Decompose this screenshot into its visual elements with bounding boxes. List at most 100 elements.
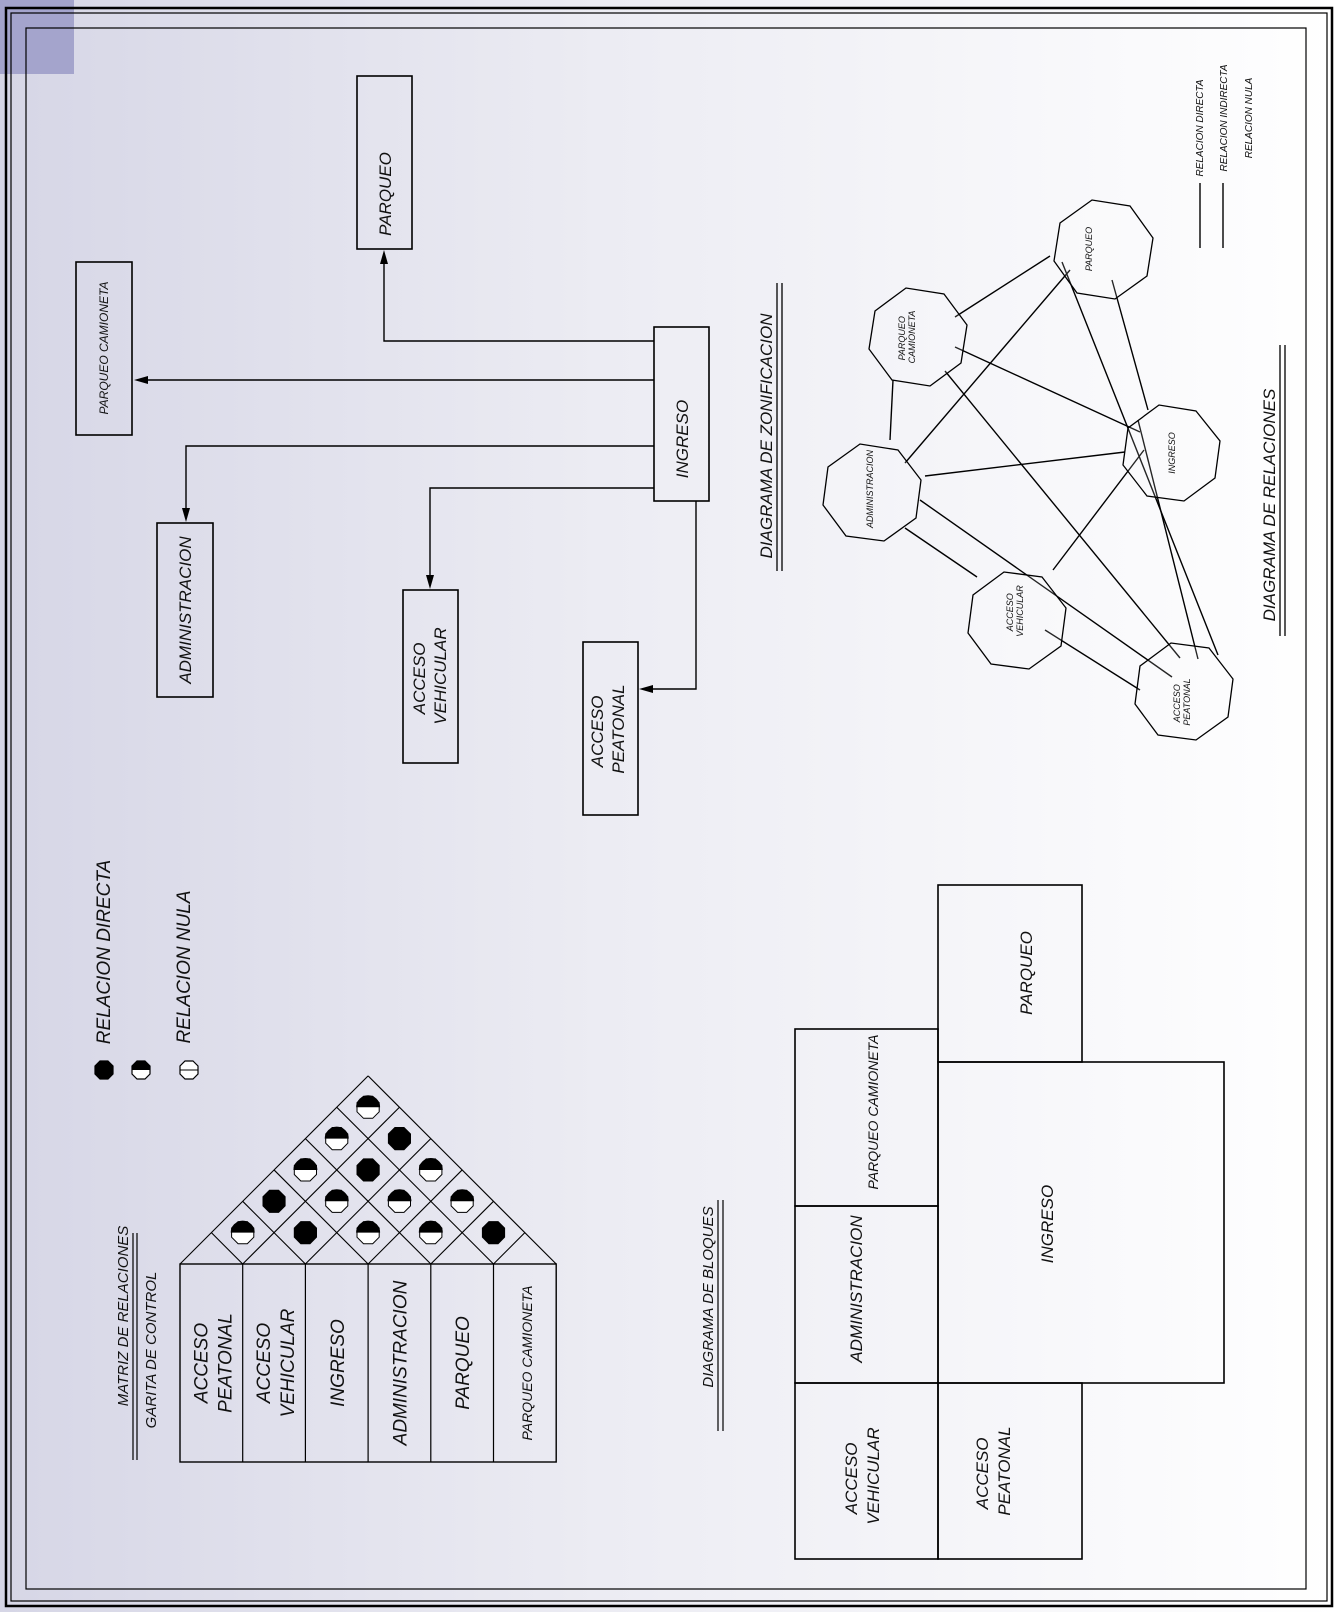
- block-acceso-peatonal-line-2: PEATONAL: [995, 1426, 1014, 1515]
- matrix-row-label-line: VEHICULAR: [278, 1308, 299, 1417]
- legend-directa-label: RELACION DIRECTA: [94, 860, 115, 1044]
- flow-arrow-administracion: [182, 508, 190, 522]
- matrix-diagonal: [493, 1232, 526, 1265]
- flow-ingreso-label: INGRESO: [673, 400, 692, 478]
- rel-line: [1061, 261, 1219, 656]
- flow-parqueo-camioneta-box: [75, 261, 133, 436]
- flow-arrow-vehicular: [426, 575, 434, 589]
- matrix-cell-symbol: [356, 1095, 381, 1119]
- matrix-row-label-line: PARQUEO: [453, 1316, 474, 1410]
- block-parqueo-camioneta-label: PARQUEO CAMIONETA: [865, 1034, 881, 1189]
- flow-acceso-vehicular-line-1: ACCESO: [410, 642, 429, 715]
- matrix-cell-symbol: [293, 1221, 317, 1245]
- rel-line: [954, 346, 1141, 433]
- block-acceso-peatonal: [937, 1382, 1083, 1560]
- rel-line: [919, 499, 1173, 678]
- flow-arrow-peatonal: [639, 685, 653, 693]
- legend-symbol-indirecta: [131, 1060, 151, 1080]
- block-diagram: DIAGRAMA DE BLOQUES PARQUEO PARQUEO CAMI…: [700, 884, 1225, 1560]
- node-administracion-octagon: [822, 443, 922, 542]
- rel-line: [1137, 419, 1199, 660]
- block-ingreso: [937, 1061, 1225, 1384]
- flow-administracion-label: ADMINISTRACION: [176, 536, 195, 685]
- flow-administracion-box: [156, 522, 214, 698]
- flow-arrow-camioneta: [134, 376, 148, 384]
- flow-arrow-parqueo: [380, 250, 388, 264]
- flow-line-administracion: [185, 445, 654, 516]
- zonificacion-title: DIAGRAMA DE ZONIFICACION: [757, 313, 776, 559]
- legend-directa-text: RELACION DIRECTA: [1195, 79, 1206, 176]
- legend-symbol-nula: [179, 1060, 199, 1080]
- node-acceso-vehicular-label: ACCESO VEHICULAR: [1005, 585, 1025, 637]
- flow-ingreso-box: [653, 326, 710, 502]
- flow-diagram: PARQUEO PARQUEO CAMIONETA INGRESO ADMINI…: [75, 75, 710, 816]
- matrix-cell-symbol: [481, 1221, 506, 1245]
- matrix-cell-symbol: [324, 1126, 349, 1151]
- matrix-row-label: INGRESO: [328, 1319, 349, 1407]
- node-parqueo-camioneta-label: PARQUEO CAMIONETA: [897, 311, 917, 364]
- relations-matrix: MATRIZ DE RELACIONES GARITA DE CONTROL A…: [115, 1075, 557, 1463]
- flow-parqueo-label: PARQUEO: [376, 152, 395, 236]
- matrix-legend: RELACION DIRECTA RELACION NULA: [94, 860, 199, 1080]
- matrix-row-label-line: ACCESO: [191, 1323, 212, 1404]
- rel-line: [904, 527, 978, 578]
- matrix-diagonal: [367, 1075, 557, 1265]
- block-acceso-vehicular-line-1: ACCESO: [842, 1442, 861, 1515]
- relation-lines: [889, 255, 1219, 691]
- matrix-subtitle: GARITA DE CONTROL: [143, 1272, 160, 1429]
- rel-line: [1044, 629, 1141, 691]
- block-acceso-peatonal-line-1: ACCESO: [973, 1437, 992, 1510]
- node-parqueo-label: PARQUEO: [1084, 227, 1094, 271]
- zonificacion-legend: RELACION DIRECTA RELACION INDIRECTA RELA…: [1195, 64, 1255, 248]
- rel-line: [1052, 449, 1145, 571]
- node-acceso-vehicular-line-2: VEHICULAR: [1015, 585, 1025, 637]
- rel-line: [1111, 279, 1149, 411]
- matrix-cell-symbol: [262, 1189, 286, 1213]
- block-administracion-label: ADMINISTRACION: [847, 1215, 866, 1364]
- matrix-diagonal: [336, 1106, 494, 1265]
- matrix-diagonal: [367, 1169, 463, 1265]
- relaciones-title: DIAGRAMA DE RELACIONES: [1260, 388, 1279, 621]
- matrix-row-label: PARQUEO: [453, 1316, 474, 1410]
- matrix-row-label: ADMINISTRACION: [390, 1280, 411, 1446]
- flow-line-vehicular: [429, 487, 654, 583]
- flow-acceso-peatonal-line-1: ACCESO: [588, 695, 607, 768]
- zonificacion-diagram: DIAGRAMA DE ZONIFICACION DIAGRAMA DE REL…: [757, 64, 1286, 741]
- matrix-cell-symbol: [387, 1127, 411, 1151]
- matrix-cell-symbol: [293, 1157, 318, 1182]
- flow-parqueo-box: [356, 75, 413, 250]
- matrix-row-label-line: PARQUEO CAMIONETA: [519, 1285, 535, 1440]
- node-acceso-peatonal-octagon: [1134, 642, 1234, 741]
- matrix-row-label-line: ADMINISTRACION: [390, 1280, 411, 1446]
- block-acceso-peatonal-label: ACCESO PEATONAL: [973, 1426, 1014, 1515]
- matrix-row-label-line: PEATONAL: [215, 1313, 236, 1413]
- node-administracion-label: ADMINISTRACION: [865, 450, 875, 530]
- block-administracion: [794, 1205, 939, 1384]
- matrix-grid: [179, 1075, 557, 1463]
- block-parqueo: [937, 884, 1083, 1063]
- matrix-cell-symbol: [387, 1189, 412, 1213]
- matrix-row-label-line: INGRESO: [328, 1319, 349, 1407]
- matrix-cell-symbol: [230, 1220, 255, 1245]
- matrix-cell-symbol: [450, 1189, 475, 1213]
- flow-acceso-peatonal-label: ACCESO PEATONAL: [588, 684, 628, 773]
- legend-nula-text: RELACION NULA: [1244, 77, 1255, 158]
- flow-line-peatonal: [645, 501, 697, 690]
- rel-line: [954, 255, 1051, 318]
- matrix-diagonal: [305, 1138, 432, 1265]
- matrix-row-label-line: ACCESO: [254, 1323, 275, 1404]
- bloques-title: DIAGRAMA DE BLOQUES: [700, 1206, 717, 1387]
- matrix-cell-symbol: [356, 1158, 380, 1182]
- matrix-diagonal: [242, 1106, 400, 1265]
- rel-line: [944, 370, 1181, 659]
- node-ingreso-octagon: [1122, 404, 1221, 502]
- legend-symbol-directa: [94, 1060, 114, 1080]
- node-acceso-peatonal-line-2: PEATONAL: [1182, 678, 1192, 725]
- rel-line: [904, 269, 1071, 464]
- node-acceso-peatonal-line-1: ACCESO: [1172, 684, 1182, 723]
- node-ingreso-label: INGRESO: [1167, 432, 1177, 474]
- node-parqueo-camioneta-line-1: PARQUEO: [897, 316, 907, 360]
- block-acceso-vehicular-label: ACCESO VEHICULAR: [842, 1427, 883, 1524]
- rel-line: [924, 451, 1126, 477]
